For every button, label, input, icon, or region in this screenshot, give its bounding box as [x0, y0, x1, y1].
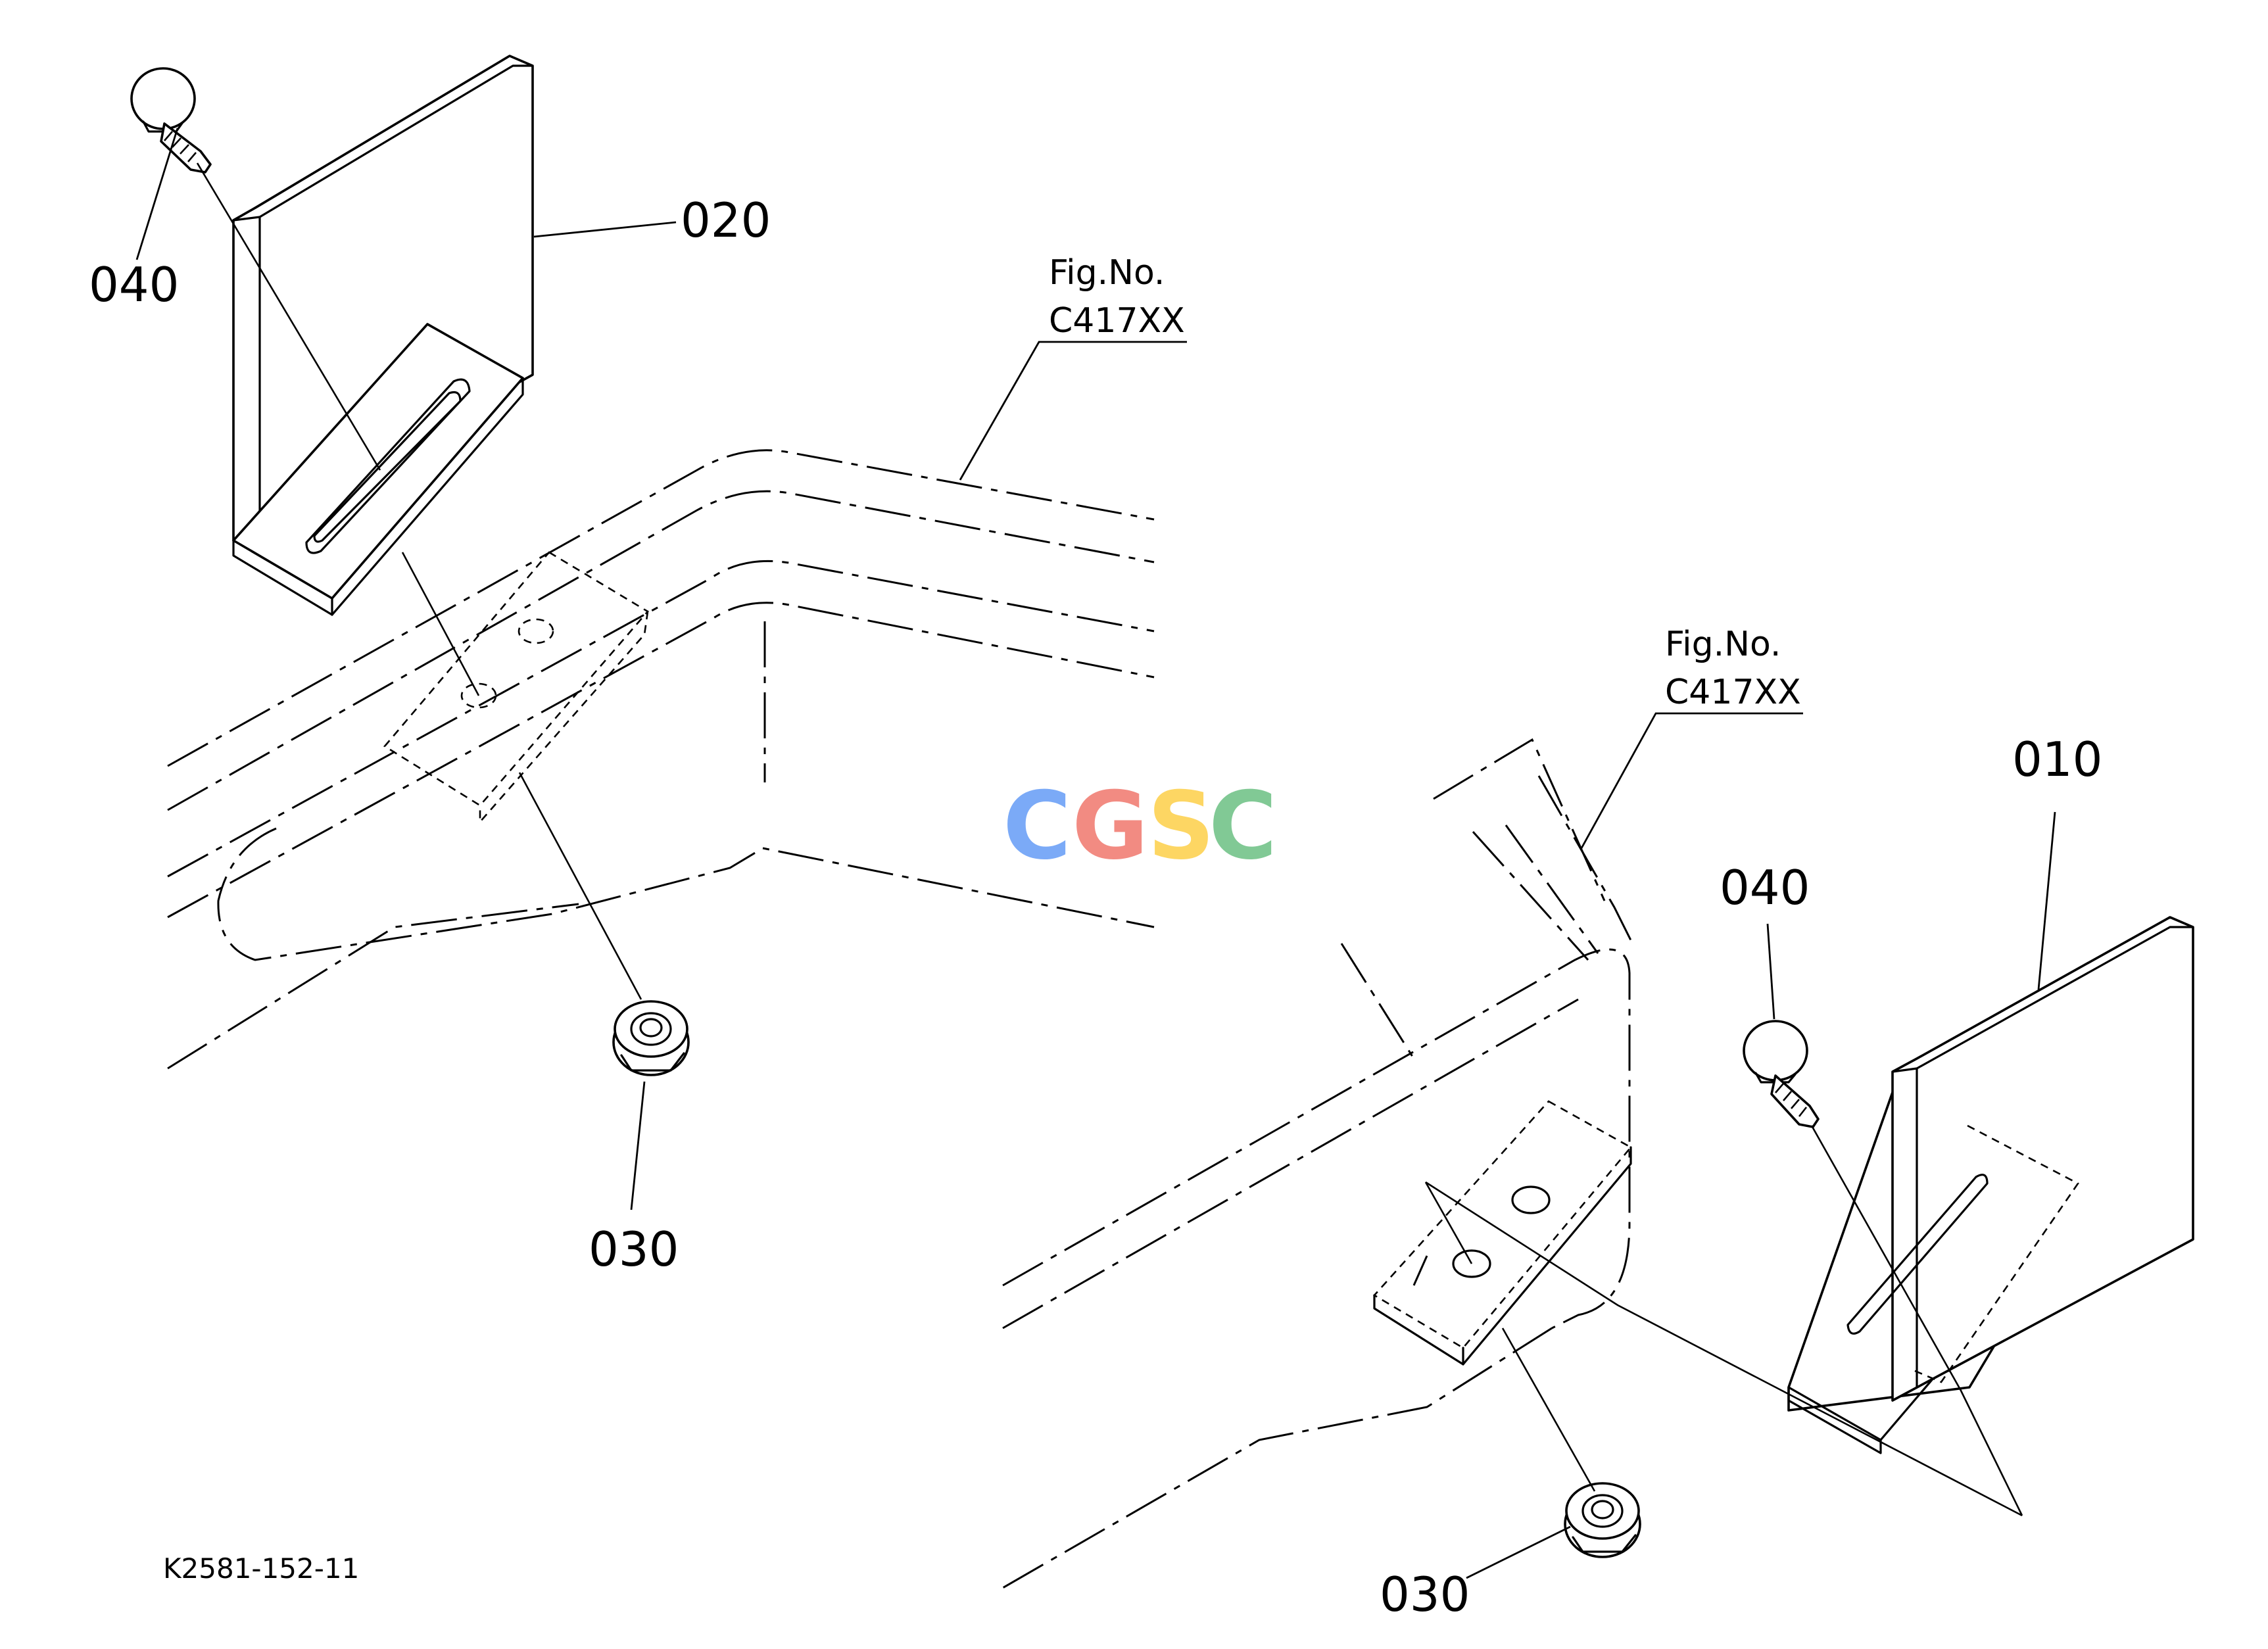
- leader-lines: [135, 128, 2056, 1579]
- right-assembly-lines: [1424, 1125, 2023, 1517]
- drawing-code: K2581-152-11: [163, 1552, 359, 1585]
- watermark-letter: G: [1072, 772, 1149, 880]
- callout-030-right: 030: [1380, 1567, 1470, 1622]
- bracket-plate-010: [1787, 916, 2194, 1454]
- flange-nut-030-right: [1564, 1482, 1641, 1558]
- callout-020: 020: [681, 193, 771, 248]
- callout-040-left: 040: [89, 257, 179, 312]
- bracket-plate-020: [232, 55, 534, 616]
- frame-right-phantom: [1002, 738, 1632, 1589]
- flange-nut-030-left: [612, 1000, 690, 1076]
- carriage-bolt-040-right: [1743, 1020, 1820, 1128]
- fig-ref-right-line2: C417XX: [1665, 673, 1801, 712]
- callout-010: 010: [2012, 732, 2102, 787]
- left-assembly-lines: [196, 162, 642, 1000]
- fig-ref-left-line2: C417XX: [1049, 301, 1185, 341]
- callout-040-right: 040: [1720, 860, 1810, 915]
- fig-ref-right-line1: Fig.No.: [1665, 625, 1781, 664]
- watermark-letter: C: [1209, 772, 1277, 880]
- watermark-letter: S: [1147, 772, 1215, 880]
- watermark-logo: C G S C: [1003, 772, 1277, 880]
- fig-ref-left-line1: Fig.No.: [1049, 253, 1165, 293]
- right-mounting-tab: [1372, 1100, 1633, 1366]
- carriage-bolt-040-left: [130, 67, 212, 174]
- left-mounting-tab-hidden: [383, 551, 649, 824]
- watermark-letter: C: [1003, 772, 1071, 880]
- callout-030-left: 030: [589, 1222, 679, 1277]
- frame-left-phantom: [167, 449, 1155, 1070]
